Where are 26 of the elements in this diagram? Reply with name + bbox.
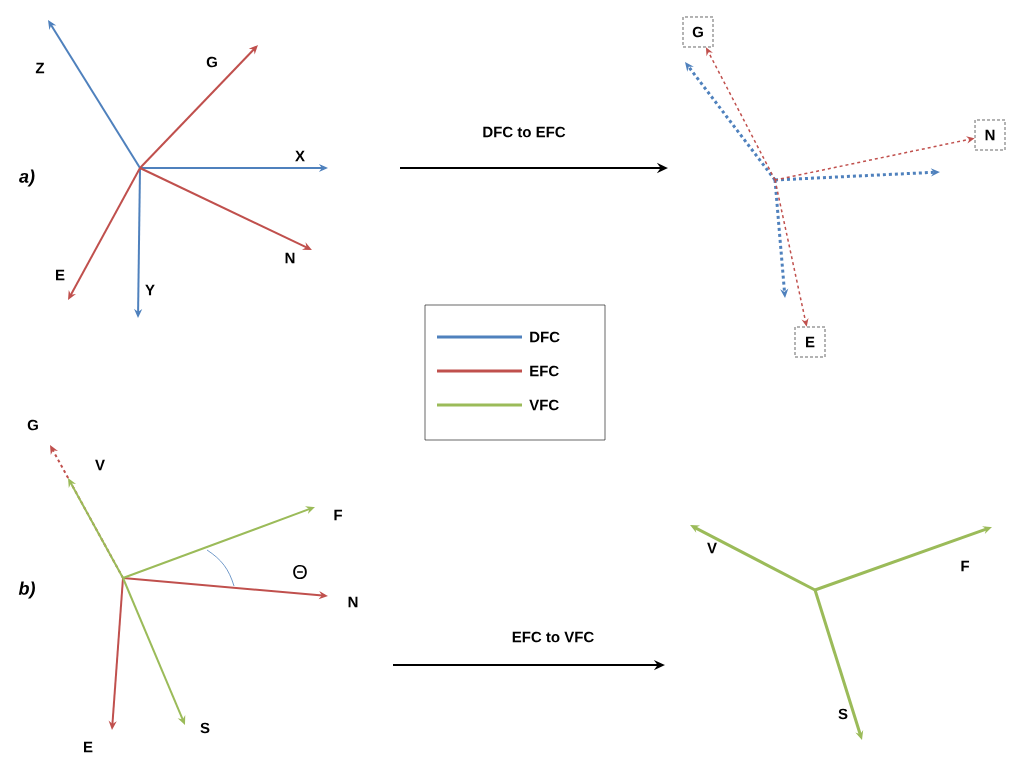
panel-label: a) [19, 169, 35, 187]
axis-label: E [84, 741, 93, 753]
axis-label: Z [35, 62, 45, 74]
axis-label: V [95, 459, 105, 471]
legend-label: DFC [530, 331, 560, 343]
axis-label-box: N [974, 119, 1006, 151]
arrow-label: DFC to EFC [483, 126, 566, 138]
axis-label: F [961, 560, 970, 572]
axis-label: G [206, 56, 217, 68]
axis-label: S [838, 708, 848, 720]
axis-label: N [348, 596, 358, 608]
angle-label: Θ [293, 564, 307, 580]
axis-label: V [707, 542, 717, 554]
axis-label: Y [145, 284, 155, 296]
axis-label: N [285, 252, 295, 264]
axis-label: G [27, 419, 38, 431]
axis-label: F [334, 509, 343, 521]
arrow-label: EFC to VFC [512, 631, 594, 643]
axis-label-box: G [682, 16, 714, 48]
legend-label: VFC [529, 399, 559, 411]
axis-label: S [200, 722, 210, 734]
legend-label: EFC [530, 365, 559, 377]
axis-label: E [56, 269, 65, 281]
panel-label: b) [18, 581, 35, 599]
axis-label-box: E [794, 326, 826, 358]
axis-label: X [295, 150, 305, 162]
